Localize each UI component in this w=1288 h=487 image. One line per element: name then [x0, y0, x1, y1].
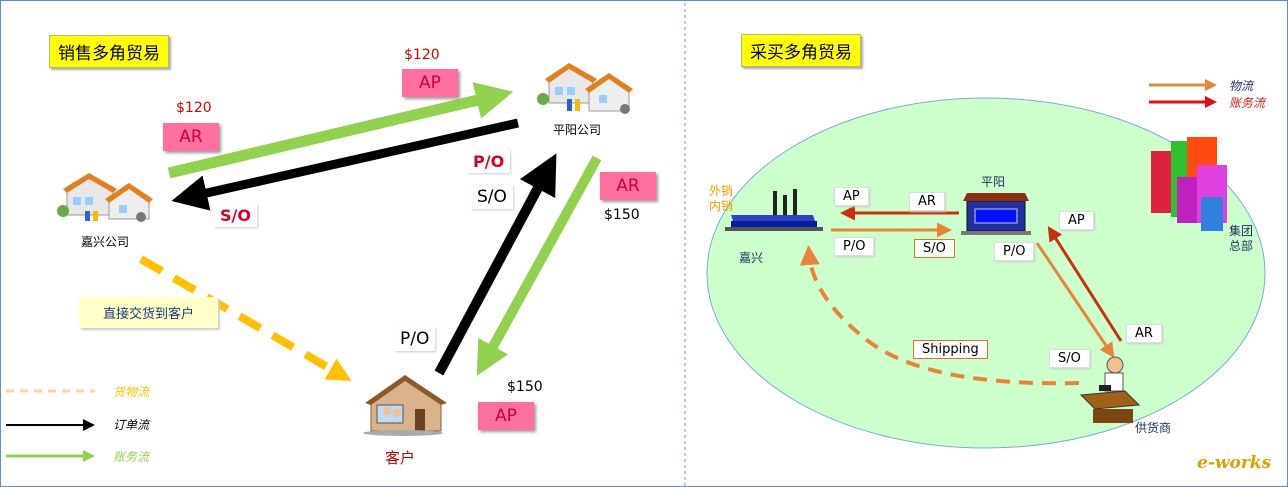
tag-so-left: S/O [214, 204, 257, 227]
node-pingyang-right: 平阳 [981, 175, 1006, 189]
tag-so-mid: S/O [471, 185, 513, 209]
legend-order-label: 订单流 [113, 418, 150, 432]
tag-shipping: Shipping [913, 340, 988, 359]
price-ar-right: $150 [604, 207, 640, 223]
node-pingyang: 平阳公司 [553, 123, 602, 137]
node-jiaxing: 嘉兴公司 [81, 235, 130, 249]
arrow-pingyang-to-jiaxing [171, 118, 519, 211]
tag-ap2: AP [1059, 211, 1094, 230]
node-hq-line2: 总部 [1229, 239, 1254, 253]
tag-ar-left: AR [163, 123, 219, 151]
tag-ar2: AR [1126, 324, 1162, 343]
left-title: 销售多角贸易 [49, 35, 169, 68]
price-ap-top: $120 [404, 47, 440, 63]
tag-po-low: P/O [394, 327, 436, 351]
tag-so2: S/O [1049, 349, 1090, 368]
node-customer: 客户 [385, 449, 416, 467]
store-icon-pingyang [961, 193, 1031, 235]
factory-icon-jiaxing-right [725, 189, 823, 231]
arrow-shipping [799, 245, 1080, 386]
direct-delivery-note: 直接交货到客户 [79, 297, 219, 328]
legend-goods-label: 货物流 [113, 385, 150, 399]
node-supplier: 供货商 [1135, 421, 1172, 435]
tag-ar1: AR [909, 192, 945, 211]
supplier-person-icon [1079, 356, 1141, 423]
domestic-label: 内销 [709, 199, 734, 213]
tag-ap-top: AP [402, 69, 458, 97]
export-label: 外销 [709, 184, 734, 198]
node-jiaxing-right: 嘉兴 [739, 251, 764, 265]
tag-ar-right: AR [600, 172, 656, 200]
tag-ap-low: AP [478, 402, 534, 430]
factory-icon-pingyang [537, 63, 633, 114]
price-ap-low: $150 [507, 379, 543, 395]
arrow-direct-delivery [138, 255, 352, 382]
arrow-pingyang-to-supplier-po [1035, 242, 1115, 358]
node-hq-line1: 集团 [1229, 224, 1254, 238]
city-icon-hq [1151, 137, 1227, 231]
tag-po1: P/O [834, 237, 875, 256]
tag-ap1: AP [834, 187, 869, 206]
right-title: 采买多角贸易 [741, 34, 861, 67]
watermark-logo: e-works [1197, 453, 1272, 473]
legend-account-label: 账务流 [113, 450, 150, 464]
tag-po-mid: P/O [467, 150, 511, 173]
factory-icon-jiaxing [57, 173, 153, 222]
house-icon-customer [363, 375, 447, 436]
tag-so1: S/O [914, 239, 955, 258]
legend-logistics-label: 物流 [1229, 79, 1254, 93]
arrow-supplier-to-pingyang-ar [1047, 225, 1123, 342]
trade-ellipse [706, 97, 1266, 449]
tag-po2: P/O [994, 242, 1035, 261]
legend-accounting-label: 账务流 [1229, 96, 1266, 110]
arrow-jiaxing-to-pingyang [167, 82, 514, 179]
arrow-customer-to-pingyang [434, 153, 557, 376]
price-ar-left: $120 [176, 100, 212, 116]
arrow-pingyang-to-customer [476, 155, 602, 376]
